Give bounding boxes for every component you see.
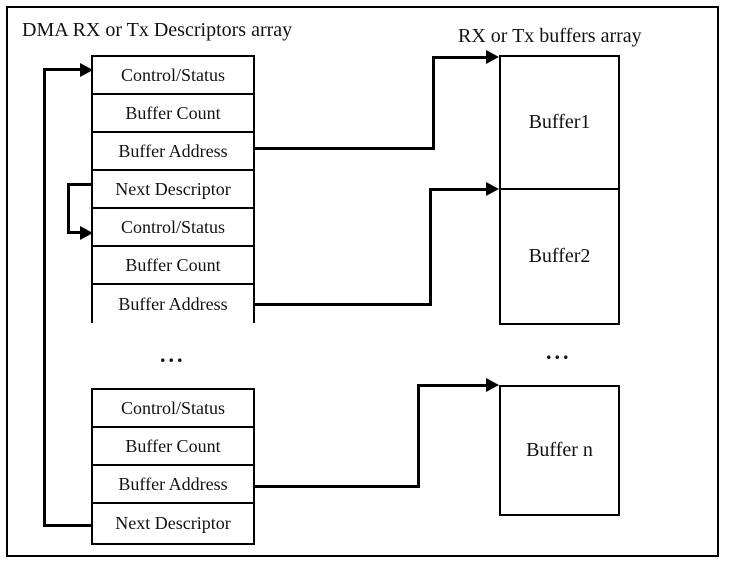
buffer-box-2[interactable]: Buffer2 <box>528 245 591 267</box>
descriptor-ellipsis: ... <box>160 342 186 367</box>
descriptor-table-bottom: Control/Status Buffer Count Buffer Addre… <box>91 388 255 545</box>
connector-addr2-segment-vertical <box>429 189 432 306</box>
descriptors-array-heading: DMA RX or Tx Descriptors array <box>22 19 293 41</box>
buffer-box-n-wrapper: Buffer n <box>499 385 620 516</box>
connector-next1-segment-horizontal-bottom <box>67 231 84 234</box>
outer-border <box>6 6 719 557</box>
descriptor-table-top: Control/Status Buffer Count Buffer Addre… <box>91 55 255 323</box>
connector-loopback-segment-horizontal-top <box>43 68 84 71</box>
descriptor-row-next-descriptor-1[interactable]: Next Descriptor <box>93 171 253 209</box>
connector-addr1-segment-horizontal-1 <box>255 147 435 150</box>
descriptor-row-buffer-address-1[interactable]: Buffer Address <box>93 133 253 171</box>
connector-addrn-segment-vertical <box>417 385 420 488</box>
buffer-box-n[interactable]: Buffer n <box>526 439 593 461</box>
connector-addr1-segment-vertical <box>432 57 435 150</box>
connector-loopback-segment-horizontal-bottom <box>43 524 93 527</box>
descriptor-row-next-descriptor-n[interactable]: Next Descriptor <box>93 504 253 543</box>
connector-addrn-segment-horizontal-1 <box>255 485 420 488</box>
arrow-head-to-buffer-n <box>486 378 499 392</box>
buffers-array-heading: RX or Tx buffers array <box>458 25 642 47</box>
connector-next1-segment-horizontal-top <box>67 183 93 186</box>
connector-addr1-segment-horizontal-2 <box>432 56 487 59</box>
arrow-head-to-buffer1 <box>486 50 499 64</box>
descriptor-row-buffer-address-2[interactable]: Buffer Address <box>93 285 253 323</box>
descriptor-row-control-status-2[interactable]: Control/Status <box>93 209 253 247</box>
descriptor-row-control-status-n[interactable]: Control/Status <box>93 390 253 428</box>
descriptor-row-buffer-address-n[interactable]: Buffer Address <box>93 466 253 504</box>
connector-addrn-segment-horizontal-2 <box>417 384 487 387</box>
connector-next1-segment-vertical <box>67 183 70 233</box>
buffer-box-1[interactable]: Buffer1 <box>501 57 618 190</box>
descriptor-row-buffer-count-n[interactable]: Buffer Count <box>93 428 253 466</box>
arrow-head-to-control-status-2 <box>80 226 93 240</box>
arrow-head-to-buffer2 <box>486 182 499 196</box>
connector-addr2-segment-horizontal-1 <box>255 303 432 306</box>
connector-addr2-segment-horizontal-2 <box>429 188 487 191</box>
descriptor-row-control-status-1[interactable]: Control/Status <box>93 57 253 95</box>
buffer-group-top: Buffer1 Buffer2 <box>499 55 620 325</box>
descriptor-row-buffer-count-2[interactable]: Buffer Count <box>93 247 253 285</box>
descriptor-row-buffer-count-1[interactable]: Buffer Count <box>93 95 253 133</box>
connector-loopback-segment-vertical <box>43 68 46 527</box>
arrow-head-to-control-status-1 <box>80 63 93 77</box>
buffer-ellipsis: ... <box>546 339 572 364</box>
